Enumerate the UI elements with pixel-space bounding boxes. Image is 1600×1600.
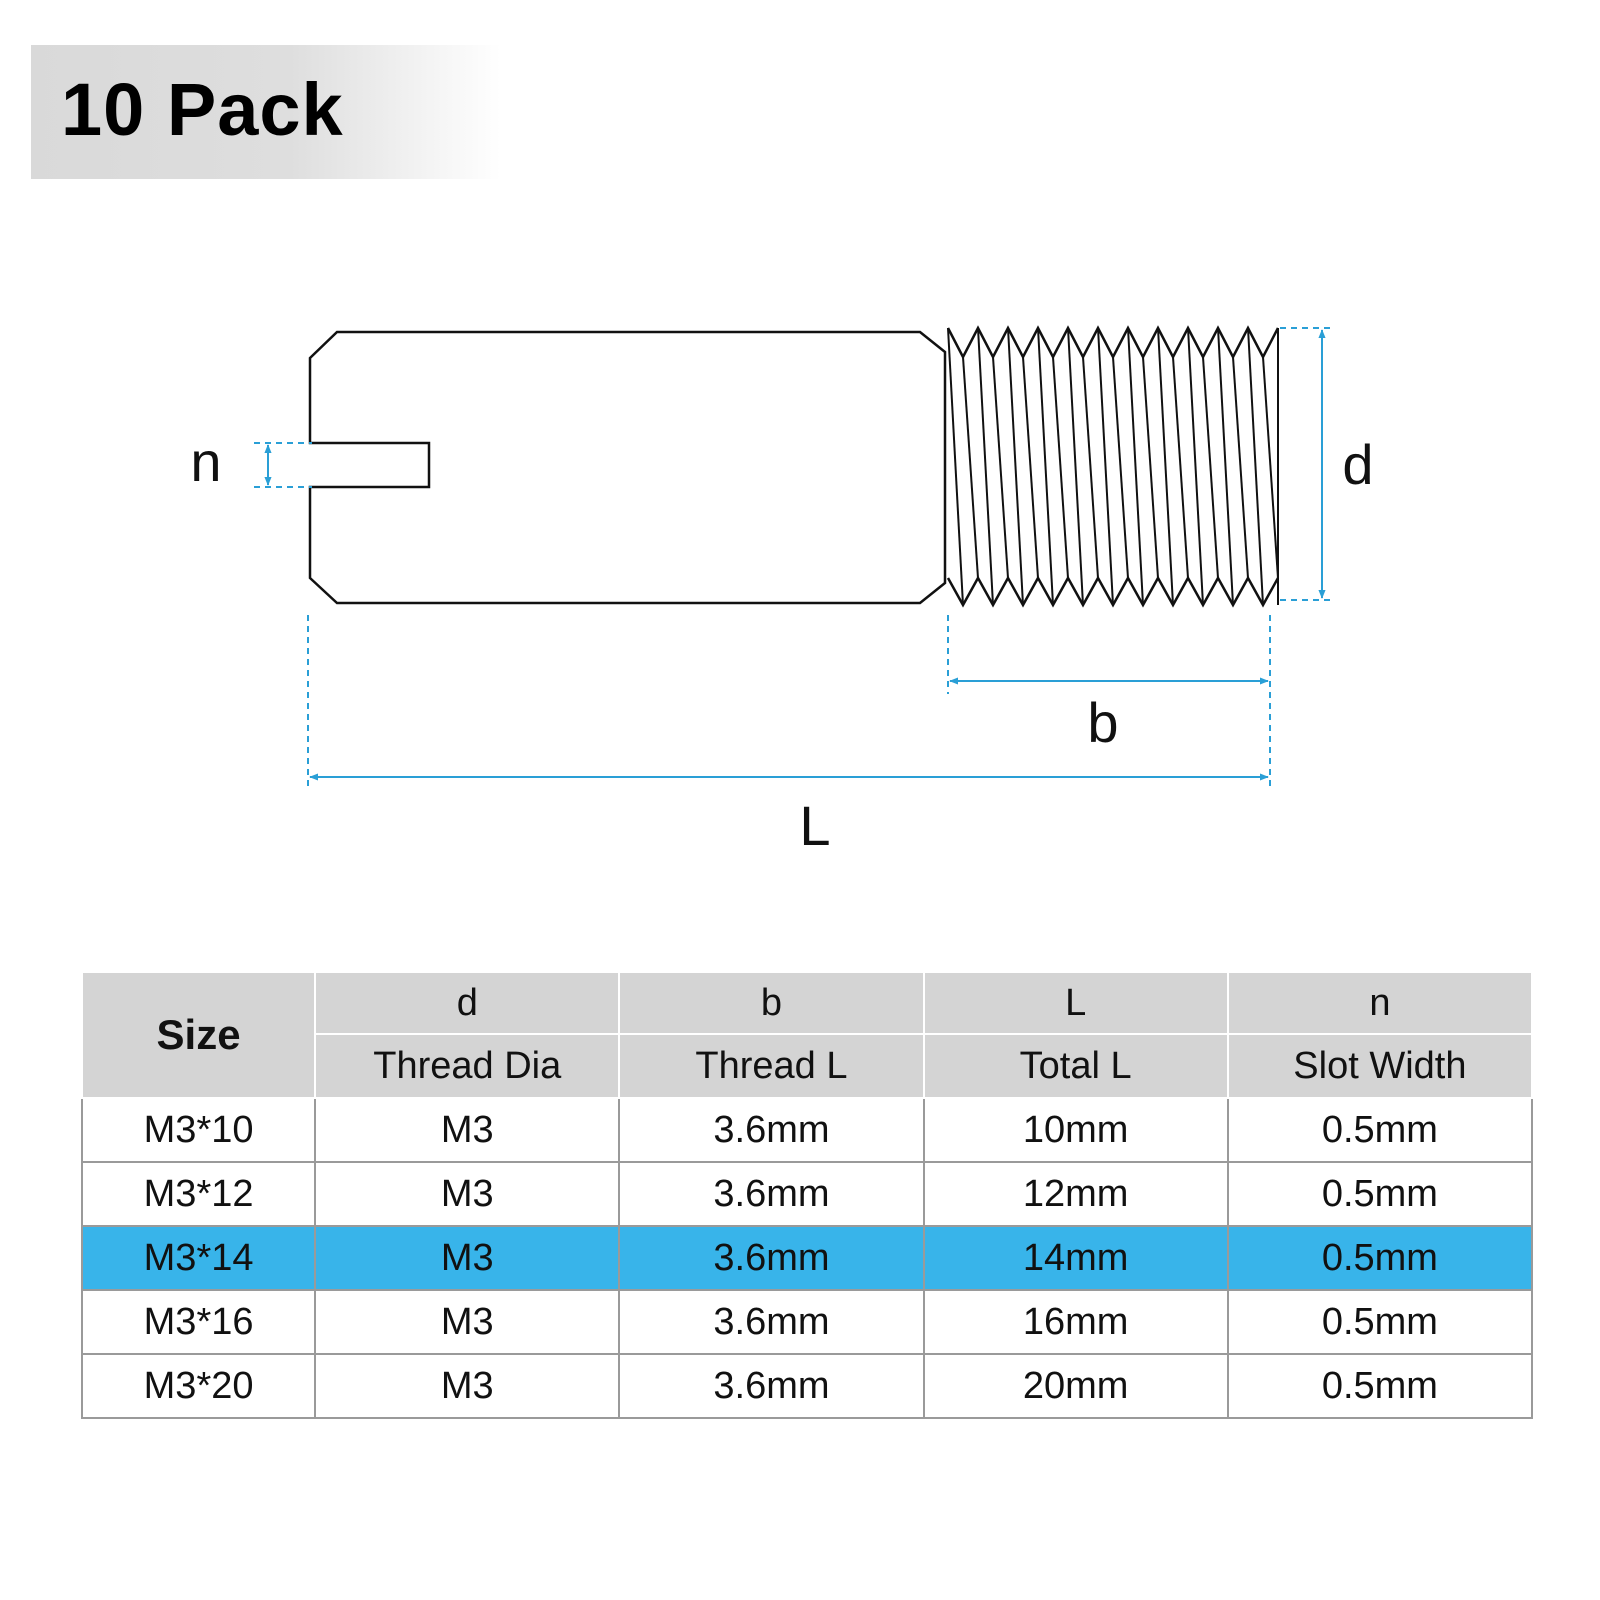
thread-root-line [1232, 356, 1249, 579]
thread-flank [1007, 327, 1024, 606]
cell-size: M3*12 [80, 1161, 317, 1227]
table-row: M3*20 M3 3.6mm 20mm 0.5mm [80, 1353, 1534, 1419]
cell-size: M3*16 [80, 1289, 317, 1355]
dimension-n [254, 442, 312, 488]
cell-thread-l: 3.6mm [618, 1289, 925, 1355]
table-row: M3*16 M3 3.6mm 16mm 0.5mm [80, 1289, 1534, 1355]
header-symbol-d: d [314, 971, 621, 1035]
cell-slot-width: 0.5mm [1226, 1289, 1534, 1355]
spec-table: Size d b L n Thread Dia Thread L Total L… [80, 971, 1534, 1419]
cell-thread-dia: M3 [314, 1161, 621, 1227]
thread-root-line [992, 356, 1009, 579]
dimension-b [947, 615, 1271, 790]
cell-thread-dia: M3 [314, 1353, 621, 1419]
thread-flank [1067, 327, 1084, 606]
cell-size: M3*10 [80, 1097, 317, 1163]
thread-root-line [1112, 356, 1129, 579]
header-thread-dia: Thread Dia [314, 1033, 621, 1099]
thread-root-line [1082, 356, 1099, 579]
cell-size: M3*20 [80, 1353, 317, 1419]
table-header-names: Thread Dia Thread L Total L Slot Width [82, 1033, 1534, 1099]
screw-body-outline [308, 330, 947, 605]
cell-total-l: 12mm [922, 1161, 1229, 1227]
cell-size: M3*14 [80, 1225, 317, 1291]
header-total-l: Total L [922, 1033, 1229, 1099]
thread-flank [1217, 327, 1234, 606]
header-symbol-b: b [618, 971, 925, 1035]
cell-slot-width: 0.5mm [1226, 1161, 1534, 1227]
thread-root-line [1202, 356, 1219, 579]
thread-flank [1127, 327, 1144, 606]
cell-slot-width: 0.5mm [1226, 1353, 1534, 1419]
dimension-d [1280, 327, 1335, 601]
cell-thread-l: 3.6mm [618, 1225, 925, 1291]
dimension-L [307, 615, 1269, 790]
cell-thread-l: 3.6mm [618, 1161, 925, 1227]
thread-flank [977, 327, 994, 606]
thread-root-line [1262, 356, 1279, 579]
table-row: M3*14 M3 3.6mm 14mm 0.5mm [80, 1225, 1534, 1291]
thread-top-profile [946, 325, 1280, 360]
cell-slot-width: 0.5mm [1226, 1097, 1534, 1163]
thread-root-line [1052, 356, 1069, 579]
thread-flank [947, 327, 964, 606]
cell-thread-l: 3.6mm [618, 1353, 925, 1419]
pack-title: 10 Pack [61, 68, 344, 151]
header-slot-width: Slot Width [1226, 1033, 1534, 1099]
table-header-symbols: Size d b L n [80, 971, 1534, 1099]
thread-root-line [1142, 356, 1159, 579]
size-header: Size [80, 971, 317, 1099]
cell-thread-dia: M3 [314, 1097, 621, 1163]
label-n: n [190, 430, 221, 493]
header-symbol-n: n [1226, 971, 1534, 1035]
thread-root-line [1172, 356, 1189, 579]
thread-flank [1037, 327, 1054, 606]
cell-thread-l: 3.6mm [618, 1097, 925, 1163]
cell-total-l: 20mm [922, 1353, 1229, 1419]
label-d: d [1342, 433, 1373, 496]
screw-diagram: n d b L [190, 325, 1374, 857]
header-symbol-L: L [922, 971, 1229, 1035]
cell-thread-dia: M3 [314, 1225, 621, 1291]
cell-total-l: 16mm [922, 1289, 1229, 1355]
thread-flank [1097, 327, 1114, 606]
cell-total-l: 10mm [922, 1097, 1229, 1163]
thread-root-line [1022, 356, 1039, 579]
thread-root-line [962, 356, 979, 579]
cell-total-l: 14mm [922, 1225, 1229, 1291]
cell-slot-width: 0.5mm [1226, 1225, 1534, 1291]
table-row: M3*12 M3 3.6mm 12mm 0.5mm [80, 1161, 1534, 1227]
label-b: b [1087, 691, 1118, 754]
cell-thread-dia: M3 [314, 1289, 621, 1355]
table-row: M3*10 M3 3.6mm 10mm 0.5mm [80, 1097, 1534, 1163]
thread-flank [1157, 327, 1174, 606]
pack-banner: 10 Pack [31, 45, 501, 179]
thread-section [946, 325, 1280, 608]
thread-flank [1187, 327, 1204, 606]
thread-flank [1247, 327, 1264, 606]
header-thread-l: Thread L [618, 1033, 925, 1099]
label-L: L [799, 794, 830, 857]
